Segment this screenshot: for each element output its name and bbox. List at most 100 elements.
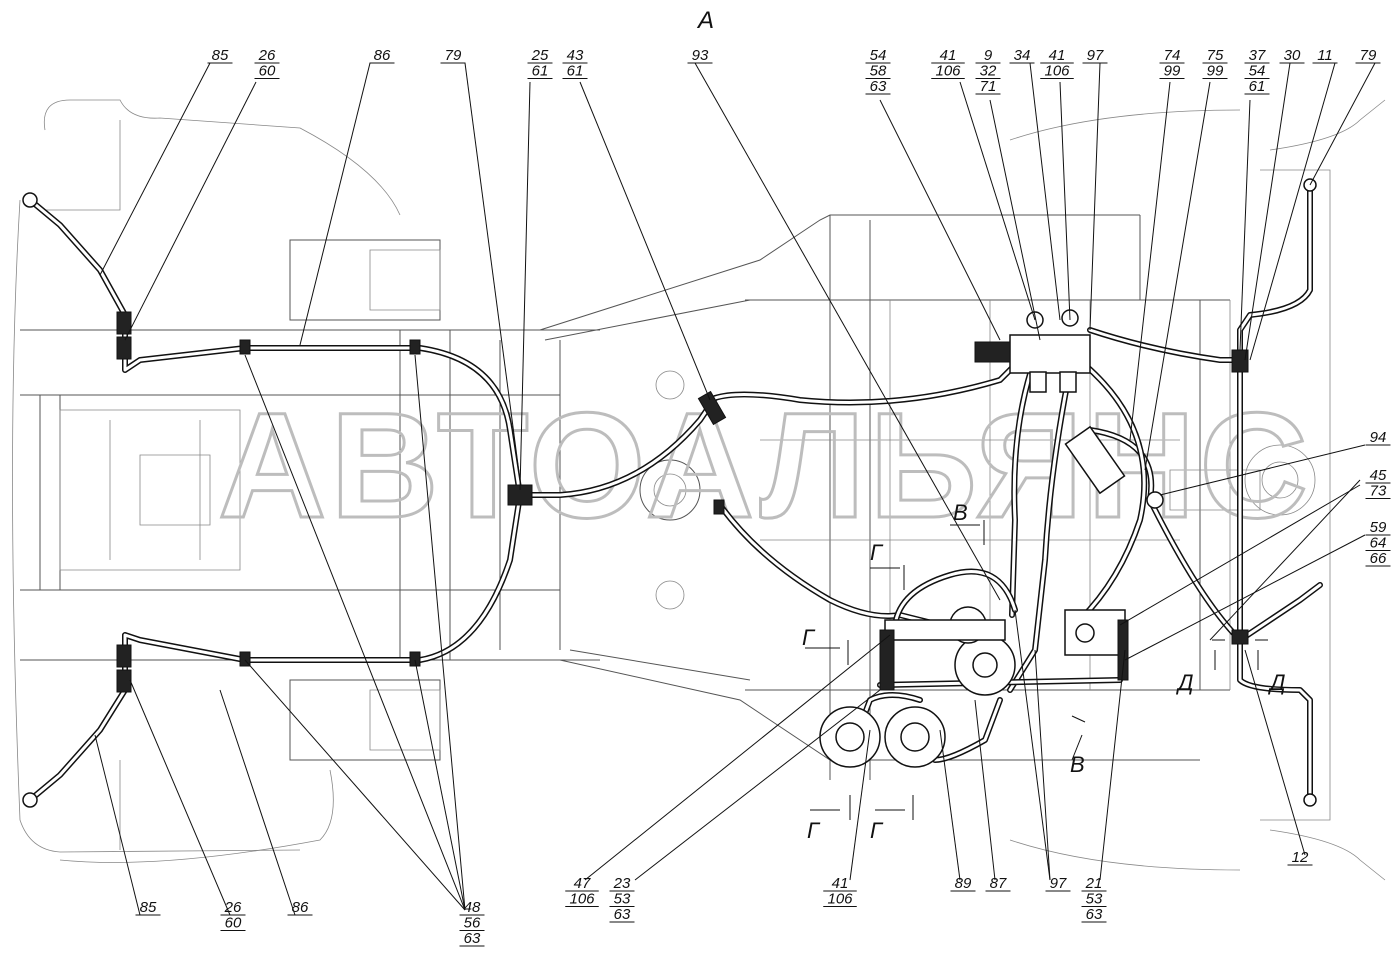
callout-part: 47 (574, 875, 591, 892)
callout-part: 71 (980, 78, 997, 95)
callout-part: 87 (990, 875, 1007, 892)
callout-part: 53 (1086, 891, 1103, 908)
section-mark-s-g2: Г (802, 625, 816, 650)
callout-c30: 30 (1279, 47, 1305, 64)
callout-c79b: 79 (1355, 47, 1381, 64)
watermark: АВТОАЛЬЯНС (218, 381, 1312, 549)
callout-part: 63 (464, 930, 481, 947)
callout-part: 73 (1370, 483, 1387, 500)
callout-c85a: 85 (207, 47, 233, 64)
callout-part: 86 (374, 47, 391, 64)
callout-c79a: 79 (440, 47, 466, 64)
callout-part: 45 (1370, 467, 1387, 484)
callout-part: 26 (258, 47, 276, 64)
callout-part: 99 (1164, 63, 1181, 80)
callout-c93: 93 (687, 47, 713, 64)
callout-part: 61 (1249, 78, 1266, 95)
callout-c89: 89 (950, 875, 976, 892)
callout-part: 60 (259, 63, 276, 80)
callout-c87: 87 (985, 875, 1011, 892)
callout-part: 106 (1044, 63, 1070, 80)
callout-part: 106 (569, 891, 595, 908)
callout-part: 85 (212, 47, 229, 64)
section-labels: В В Г Г Г Г Д Д (802, 500, 1286, 843)
callout-part: 34 (1014, 47, 1031, 64)
callout-part: 54 (870, 47, 887, 64)
callout-part: 53 (614, 891, 631, 908)
section-mark-s-g3: Г (807, 818, 821, 843)
section-mark-s-v1: В (953, 500, 968, 525)
section-mark-s-d2: Д (1267, 670, 1286, 695)
callout-part: 60 (225, 915, 242, 932)
callout-part: 23 (613, 875, 631, 892)
callout-part: 48 (464, 899, 481, 916)
section-mark-s-g4: Г (870, 818, 884, 843)
callout-part: 94 (1370, 429, 1387, 446)
section-mark-s-d1: Д (1175, 670, 1194, 695)
callout-c86a: 86 (369, 47, 395, 64)
callout-part: 41 (940, 47, 957, 64)
callout-part: 106 (935, 63, 961, 80)
callout-part: 93 (692, 47, 709, 64)
callout-part: 41 (832, 875, 849, 892)
callout-part: 56 (464, 915, 481, 932)
section-mark-s-g1: Г (870, 540, 884, 565)
callout-part: 64 (1370, 535, 1387, 552)
section-mark-s-v2: В (1070, 752, 1085, 777)
callout-c94: 94 (1365, 429, 1391, 446)
callout-part: 25 (531, 47, 549, 64)
callout-c97a: 97 (1082, 47, 1108, 64)
callout-c97b: 97 (1045, 875, 1071, 892)
callout-part: 41 (1049, 47, 1066, 64)
callout-part: 66 (1370, 550, 1387, 567)
callout-part: 97 (1087, 47, 1104, 64)
callout-part: 61 (567, 63, 584, 80)
callout-part: 30 (1284, 47, 1301, 64)
callout-c12: 12 (1287, 849, 1313, 866)
callout-part: 58 (870, 63, 887, 80)
callout-part: 86 (292, 899, 309, 916)
callout-part: 11 (1317, 47, 1333, 64)
leader-lines (94, 62, 1376, 916)
callout-part: 32 (980, 63, 997, 80)
callout-part: 26 (224, 899, 242, 916)
callout-part: 43 (567, 47, 584, 64)
callout-part: 75 (1207, 47, 1224, 64)
callout-part: 85 (140, 899, 157, 916)
section-mark-lines (805, 520, 1268, 820)
callout-part: 54 (1249, 63, 1266, 80)
callout-part: 106 (827, 891, 853, 908)
callout-part: 63 (614, 906, 631, 923)
callout-part: 37 (1249, 47, 1266, 64)
callout-c85b: 85 (135, 899, 161, 916)
callout-part: 74 (1164, 47, 1181, 64)
callout-part: 21 (1085, 875, 1103, 892)
callout-c86b: 86 (287, 899, 313, 916)
view-label: А (696, 7, 714, 34)
callout-part: 79 (445, 47, 462, 64)
callout-c11: 11 (1312, 47, 1338, 64)
callout-part: 97 (1050, 875, 1067, 892)
callout-part: 59 (1370, 519, 1387, 536)
callout-part: 89 (955, 875, 972, 892)
